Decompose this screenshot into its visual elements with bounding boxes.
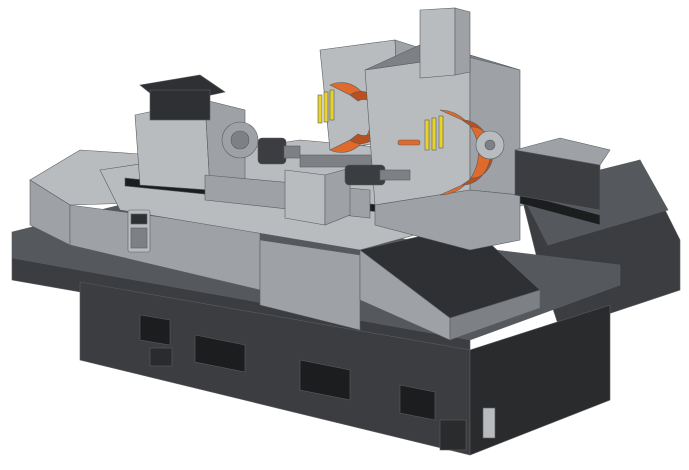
chuck-nose (283, 145, 301, 159)
tailstock-spindle (344, 164, 386, 186)
headstock-spindle-ring (230, 130, 250, 150)
base-recess-4 (399, 384, 436, 421)
tailstock-quill (379, 169, 411, 181)
headstock-motor (149, 89, 211, 121)
base-leg-right (439, 419, 467, 451)
base-port-plate (482, 407, 496, 439)
control-panel (127, 209, 151, 253)
control-panel-buttons (130, 227, 148, 249)
bed-center-block (259, 239, 361, 331)
cable-right-3 (438, 115, 444, 149)
base-recess-1 (139, 314, 171, 346)
column-tower (419, 7, 456, 79)
workpiece-block-front (284, 169, 326, 226)
right-slide-top (514, 137, 611, 166)
base-leg-left (149, 347, 173, 367)
base-recess-2 (194, 334, 246, 373)
work-table (204, 154, 381, 226)
cable-right-1 (424, 119, 430, 151)
bed-right-cover-edge (449, 289, 541, 341)
column-tower-side (454, 7, 471, 76)
column-base (374, 189, 521, 251)
cable-right-2 (431, 117, 437, 151)
wheel-hub-right-center (484, 139, 496, 151)
workpiece-block-side (324, 167, 351, 226)
cable-left-1 (317, 94, 323, 124)
base-pedestal-side (469, 304, 611, 456)
cable-left-3 (329, 89, 335, 121)
right-slide (514, 137, 611, 211)
control-panel-screen (130, 213, 148, 225)
headstock (134, 74, 301, 191)
coolant-nozzle (397, 139, 421, 146)
cable-left-2 (323, 91, 329, 123)
chuck (257, 137, 287, 165)
base-recess-3 (299, 359, 351, 401)
wheelhead-column (344, 7, 521, 251)
